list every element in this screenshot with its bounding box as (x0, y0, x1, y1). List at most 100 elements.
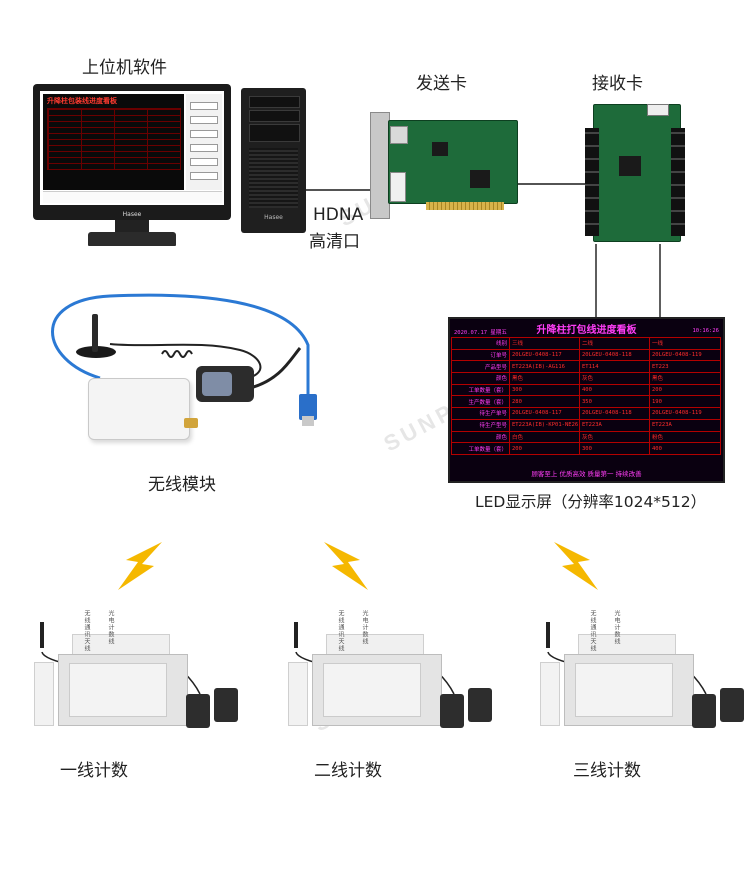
send-card (370, 112, 520, 219)
led-cell: 20LGEU-0408-119 (649, 407, 721, 420)
monitor-brand: Hasee (122, 211, 142, 218)
led-row-header: 工单数量（套） (451, 442, 510, 455)
usb-connector (299, 394, 317, 426)
rs232-connector (196, 366, 254, 402)
host-software-label: 上位机软件 (82, 58, 167, 78)
pcie-connector (426, 202, 504, 210)
software-table (47, 108, 181, 170)
antenna-label: 无线通讯天线 (589, 610, 596, 652)
software-title: 升降柱包装线进度看板 (47, 97, 117, 105)
hub75-connectors-left (585, 128, 599, 236)
led-row-header: 待生产型号 (451, 418, 510, 432)
led-cell: 20LGEU-0408-119 (649, 348, 721, 362)
led-row-header: 颜色 (451, 430, 510, 444)
sma-connector (184, 418, 198, 428)
monitor-screen: 升降柱包装线进度看板 (40, 91, 224, 205)
card-bracket (370, 112, 390, 219)
software-button (190, 144, 218, 152)
led-table-row: 颜色白色灰色粉色 (451, 430, 721, 444)
rs232-cable (249, 347, 302, 390)
wireless-module-label: 无线模块 (148, 475, 216, 495)
hub75-connectors-right (671, 128, 685, 236)
tower-brand: Hasee (264, 214, 283, 221)
led-row-header: 颜色 (451, 372, 510, 385)
ethernet-port (390, 126, 408, 144)
led-row-header: 待生产单号 (451, 407, 510, 420)
led-cell: 粉色 (649, 430, 721, 444)
counter-box (564, 654, 694, 726)
led-cell: 200 (649, 383, 721, 397)
led-row-header: 工单数量（套） (451, 383, 510, 397)
usb-plug (302, 416, 314, 426)
monitor-stand (115, 220, 149, 234)
counter-side-panel (34, 662, 54, 726)
antenna-coil (161, 350, 193, 358)
led-row-header: 产品型号 (451, 360, 510, 374)
signal-bolt-icon (554, 542, 598, 590)
wireless-module-box (88, 378, 190, 440)
antenna-label: 无线通讯天线 (83, 610, 90, 652)
led-display: 升降柱打包线进度看板 2020.07.17 星期五 10:16:26 线别三线二… (448, 317, 725, 483)
counter-side-panel (540, 662, 560, 726)
photoelectric-sensor (214, 688, 238, 722)
software-panel (186, 94, 222, 190)
software-button (190, 158, 218, 166)
led-cell: 三线 (509, 337, 580, 350)
hdmi-label-line2: 高清口 (309, 232, 360, 252)
led-cell: 300 (579, 442, 650, 455)
dvi-port (390, 172, 406, 202)
led-row-header: 线别 (451, 337, 510, 350)
software-dashboard: 升降柱包装线进度看板 (43, 94, 184, 190)
led-title: 升降柱打包线进度看板 (536, 325, 637, 336)
tower-grille (249, 148, 298, 208)
antenna-label: 无线通讯天线 (337, 610, 344, 652)
led-cell: ET223 (649, 360, 721, 374)
led-time: 10:16:26 (692, 328, 720, 334)
led-date: 2020.07.17 星期五 (454, 330, 507, 336)
led-cell: ET114 (579, 360, 650, 374)
led-cell: 灰色 (579, 430, 650, 444)
counter2-label: 二线计数 (314, 761, 382, 781)
led-cell: 20LGEU-0408-118 (579, 348, 650, 362)
counter3-label: 三线计数 (573, 761, 641, 781)
photoelectric-sensor (440, 694, 464, 728)
led-cell: 黑色 (649, 372, 721, 385)
counter-unit-2: 无线通讯天线 光电计数线 (288, 610, 492, 732)
led-cell: ET223A (579, 418, 650, 432)
led-row-header: 生产数量（套） (451, 395, 510, 409)
monitor: 升降柱包装线进度看板 Hasee (33, 84, 231, 220)
led-cell: ET223A(IB)-AG116 (509, 360, 580, 374)
photoelectric-sensor (720, 688, 744, 722)
photoelectric-sensor (186, 694, 210, 728)
photoelectric-sensor (692, 694, 716, 728)
drive-bay (249, 110, 300, 122)
led-cell: 黑色 (509, 372, 580, 385)
pc-tower: Hasee (241, 88, 306, 233)
counter-unit-3: 无线通讯天线 光电计数线 (540, 610, 744, 732)
drive-bay (249, 96, 300, 108)
counter-side-panel (288, 662, 308, 726)
software-status-bar (43, 191, 222, 203)
led-cell: 400 (649, 442, 721, 455)
led-row-header: 订单号 (451, 348, 510, 362)
chip (470, 170, 490, 188)
signal-bolt-icon (324, 542, 368, 590)
led-cell: ET223A(IB)-KP01-NE26 (509, 418, 580, 432)
led-screen-label: LED显示屏（分辨率1024*512） (475, 493, 707, 511)
software-button (190, 116, 218, 124)
led-cell: 300 (509, 383, 580, 397)
counter-unit-1: 无线通讯天线 光电计数线 (34, 610, 238, 732)
led-cell: 20LGEU-0408-118 (579, 407, 650, 420)
counter-box (312, 654, 442, 726)
led-cell: 二线 (579, 337, 650, 350)
photoelectric-sensor (468, 688, 492, 722)
led-cell: 280 (509, 395, 580, 409)
photo-counter-label: 光电计数线 (107, 610, 114, 645)
